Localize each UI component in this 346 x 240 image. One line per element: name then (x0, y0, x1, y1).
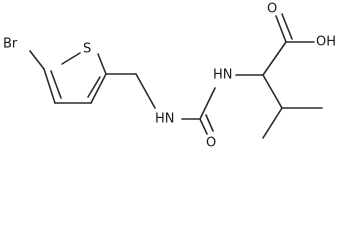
bond-urea-co (199, 118, 208, 135)
bond-c4-c5 (43, 68, 56, 104)
bond-urea-co-double (205, 114, 214, 132)
amine-nh-left-label: HN (155, 112, 175, 127)
bond-c5-s (61, 52, 81, 65)
hydroxyl-label: OH (316, 35, 336, 50)
bond-calpha-cbeta (262, 74, 283, 109)
bond-cooh-double-o-2 (281, 13, 293, 40)
bond-c2-c3-inner (87, 76, 101, 98)
acid-oxygen-label: O (267, 2, 277, 17)
bond-ch2-nh (135, 73, 156, 109)
bond-calpha-cooh (262, 41, 287, 76)
bond-cbeta-me1 (262, 107, 283, 139)
carbonyl-oxygen-label: O (206, 136, 216, 151)
bond-c-urea-nh (199, 87, 216, 120)
bond-cooh-double-o (275, 15, 287, 43)
bromine-label: Br (3, 37, 18, 52)
bond-s-c2 (97, 53, 107, 75)
thiophene-ring (43, 52, 107, 104)
sulfur-label: S (83, 42, 91, 57)
bond-c2-c3 (90, 73, 107, 104)
chemical-structure-diagram: Br S HN O HN O OH (3, 2, 336, 151)
amine-nh-right-label: HN (213, 68, 233, 83)
bond-c5-br (29, 50, 45, 70)
bond-c4-c5-inner (50, 70, 62, 99)
